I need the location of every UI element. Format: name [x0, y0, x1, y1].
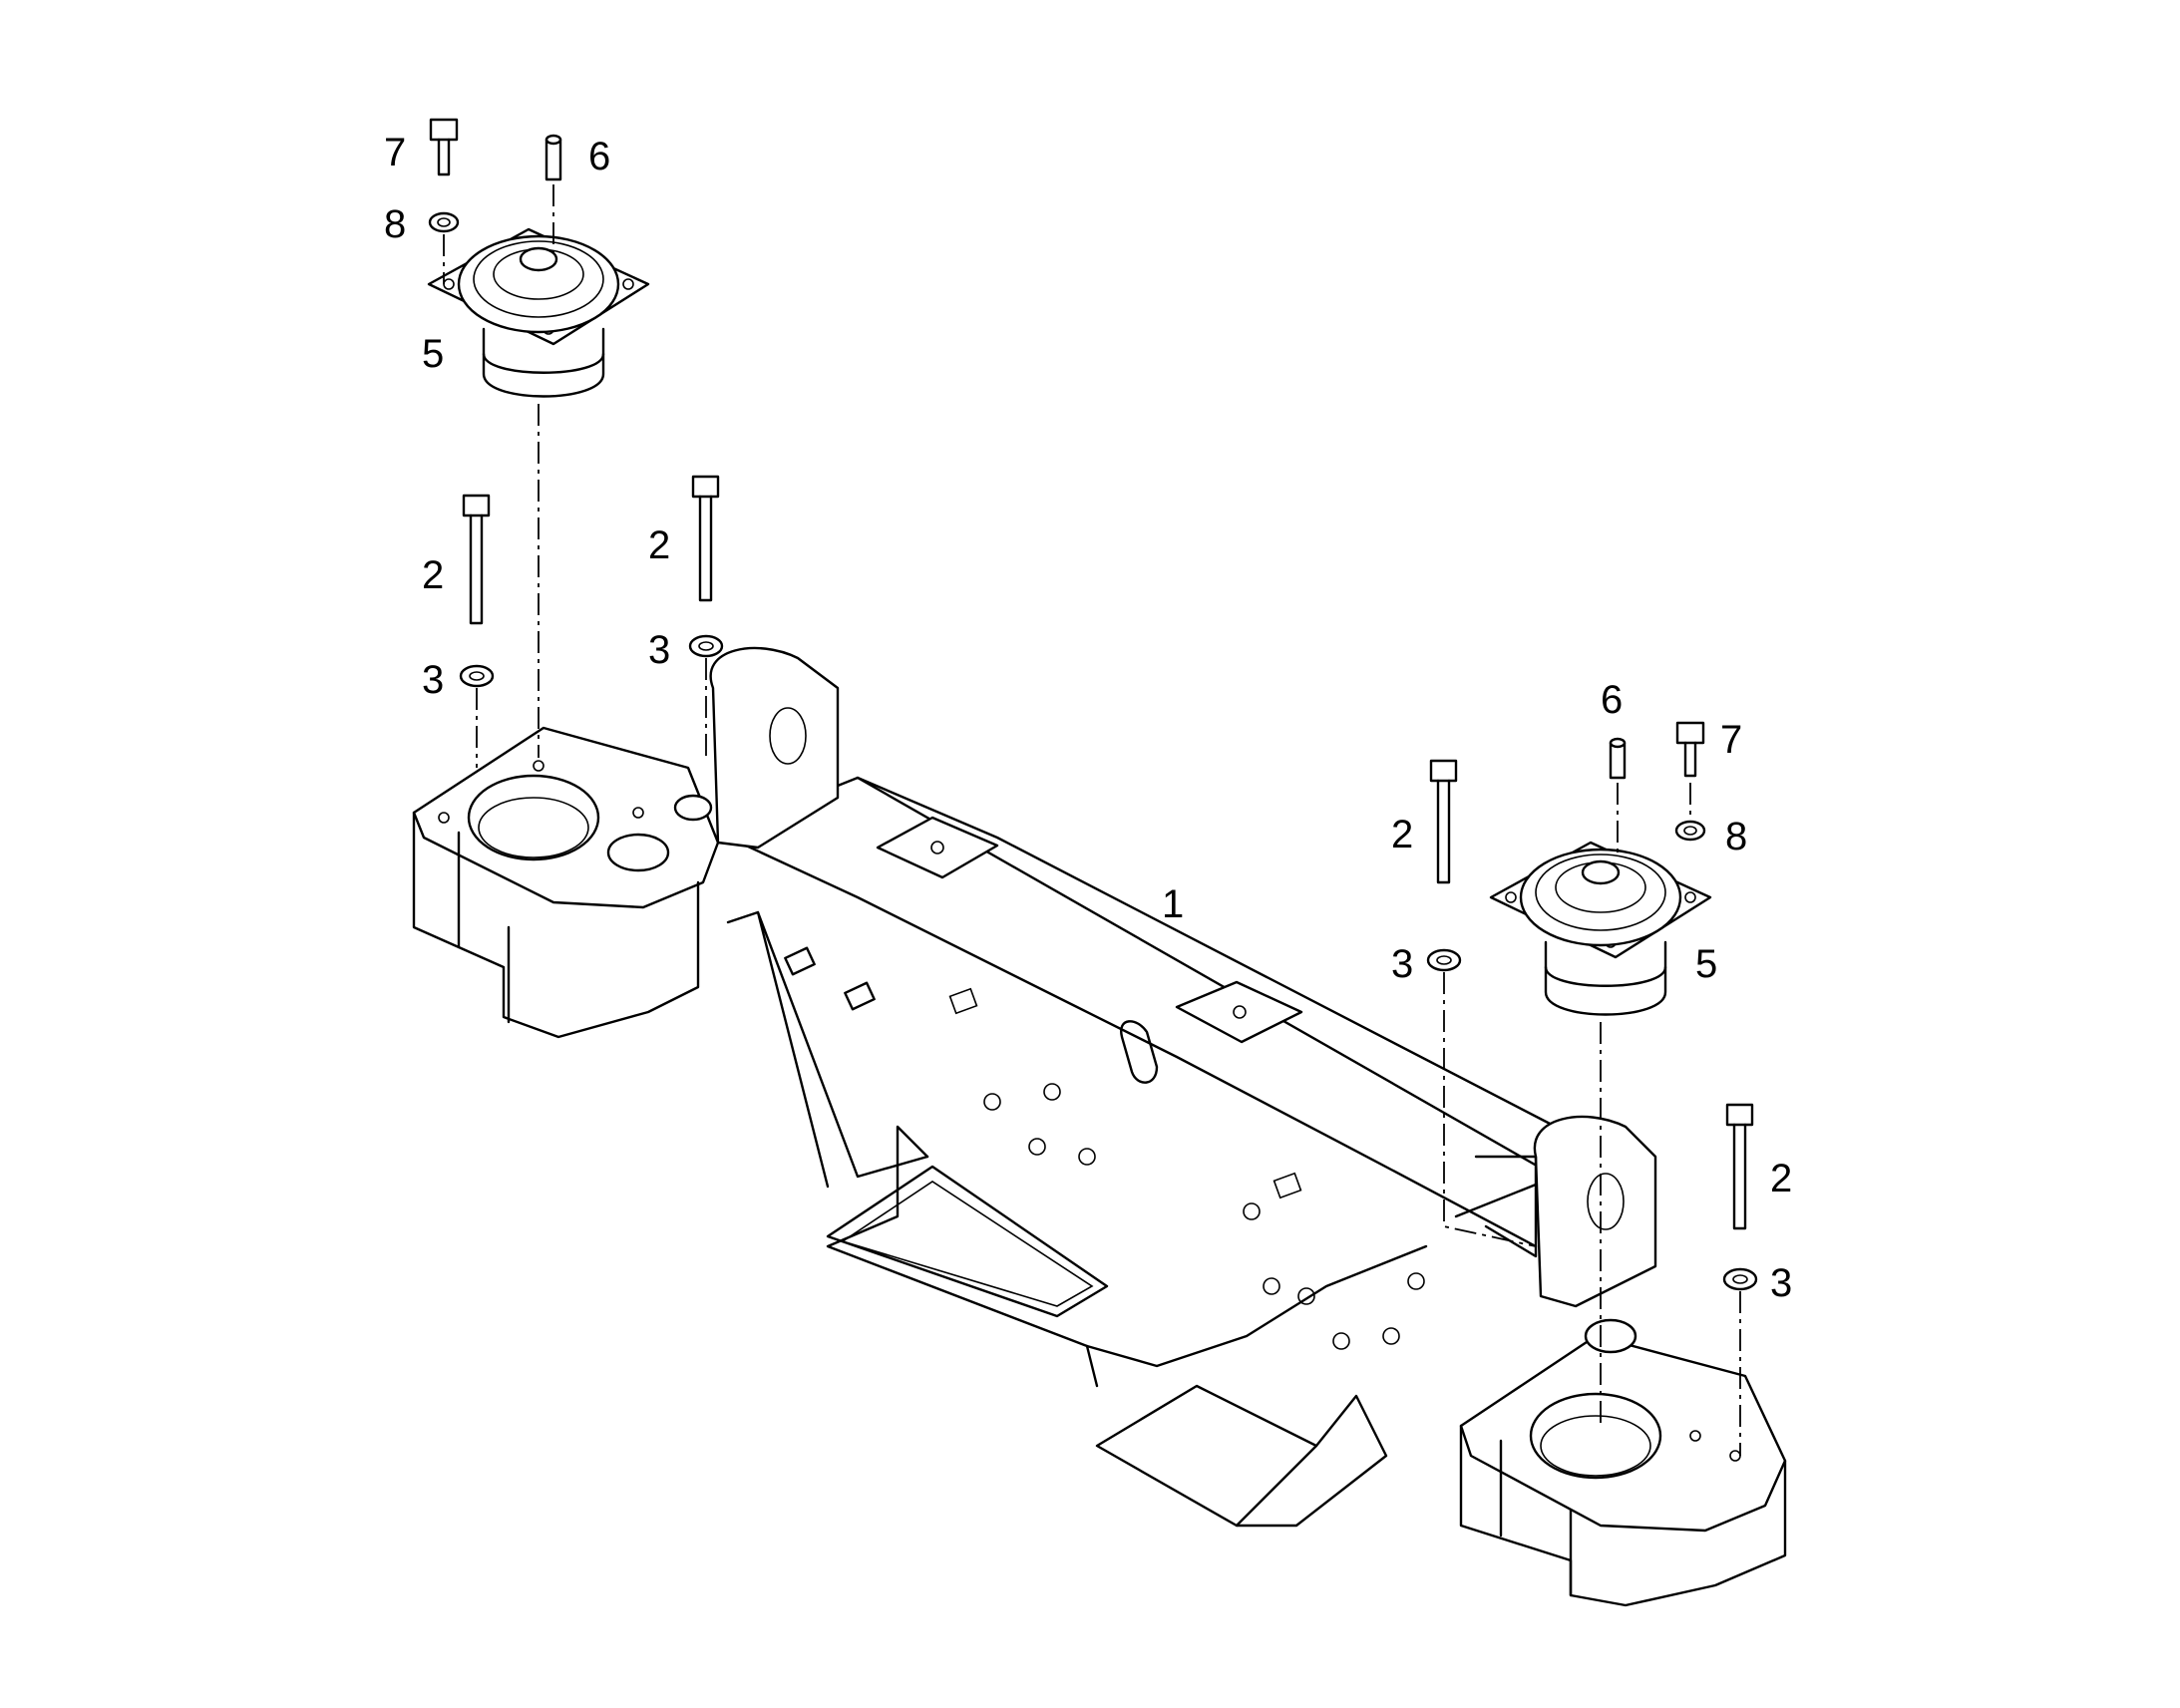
- callout-1-frame: 1: [1162, 882, 1184, 926]
- callout-7-right: 7: [1720, 718, 1742, 762]
- left-pin: [545, 134, 562, 181]
- callout-3-right-b: 3: [1770, 1261, 1792, 1305]
- callout-8-right: 8: [1725, 815, 1747, 858]
- callout-6-right: 6: [1601, 678, 1623, 722]
- callout-7-left: 7: [384, 131, 406, 174]
- callout-2-right-b: 2: [1770, 1157, 1792, 1200]
- right-pin: [1609, 737, 1627, 780]
- right-bolt-a: [1426, 759, 1462, 972]
- callout-3-left-b: 3: [648, 628, 670, 672]
- main-frame: [716, 776, 1558, 1528]
- left-bolt-a: [459, 494, 495, 688]
- callout-2-right-a: 2: [1391, 813, 1413, 856]
- left-rubber-mount: [427, 227, 650, 398]
- callout-6-left: 6: [588, 135, 610, 178]
- right-short-washer: [1674, 820, 1706, 842]
- left-bolt-b: [688, 475, 724, 658]
- callout-3-left-a: 3: [422, 658, 444, 702]
- right-bolt-b: [1722, 1103, 1758, 1291]
- left-mount-base: [412, 646, 840, 1039]
- right-short-bolt: [1675, 721, 1705, 778]
- callout-5-right: 5: [1695, 942, 1717, 986]
- callout-3-right-a: 3: [1391, 942, 1413, 986]
- callout-2-left-b: 2: [648, 523, 670, 567]
- right-mount-base: [1459, 1115, 1787, 1607]
- right-rubber-mount: [1489, 841, 1712, 1016]
- callout-2-left-a: 2: [422, 553, 444, 597]
- callout-8-left: 8: [384, 202, 406, 246]
- left-short-bolt: [429, 118, 459, 176]
- right-bolt-a-centerline: [1443, 972, 1537, 1247]
- left-short-washer: [428, 211, 460, 233]
- callout-5-left: 5: [422, 332, 444, 376]
